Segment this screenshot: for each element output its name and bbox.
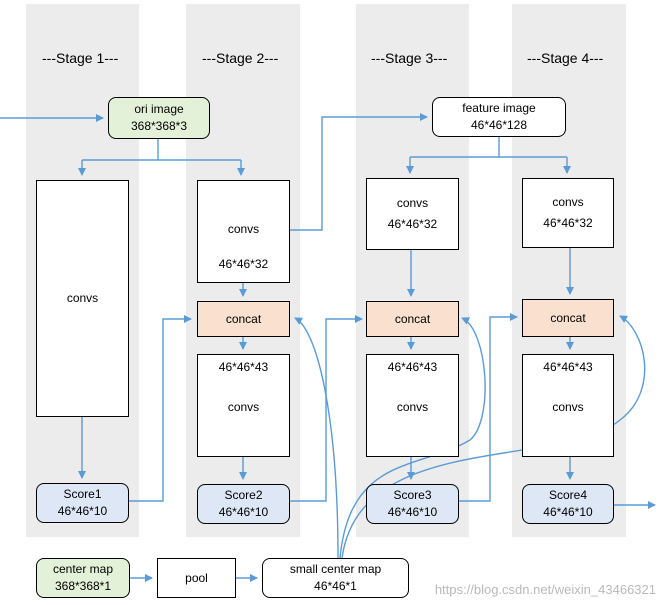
stage2-convs-b-block: 46*46*43 convs — [197, 354, 290, 457]
feature-image-node: feature image 46*46*128 — [432, 97, 566, 137]
stage3-score-dims: 46*46*10 — [387, 505, 438, 519]
ori-image-fanout — [82, 139, 241, 161]
stage2-concat-label: concat — [225, 311, 262, 326]
stage3-score-name: Score3 — [393, 488, 432, 502]
stage3-convs-b-block: 46*46*43 convs — [366, 354, 459, 457]
stage4-convs-label: convs — [552, 195, 584, 209]
arrow-convs2-feature-image — [290, 113, 428, 231]
stage2-convs-label: convs — [227, 222, 260, 236]
small-center-map-label: small center map — [289, 562, 382, 576]
stage3-convs-b-dims: 46*46*43 — [387, 360, 438, 374]
curve-smallmap-concat3 — [339, 317, 486, 559]
feature-image-dims: 46*46*128 — [470, 118, 528, 132]
stage3-convs-dims: 46*46*32 — [387, 217, 438, 231]
stage4-convs-b-dims: 46*46*43 — [543, 360, 593, 374]
stage2-convs-b-label: convs — [227, 400, 260, 414]
ori-image-dims: 368*368*3 — [130, 119, 188, 133]
arrow-score1-concat2 — [128, 315, 192, 502]
pool-label: pool — [185, 570, 208, 585]
small-center-map-node: small center map 46*46*1 — [262, 558, 409, 598]
stage4-concat-node: concat — [522, 299, 614, 337]
feature-image-label: feature image — [462, 101, 536, 115]
center-map-dims: 368*368*1 — [54, 579, 112, 593]
stage4-convs-block: convs 46*46*32 — [522, 178, 614, 248]
stage4-convs-dims: 46*46*32 — [543, 216, 593, 230]
stage4-concat-label: concat — [550, 310, 586, 325]
stage3-convs-block: convs 46*46*32 — [366, 178, 459, 250]
stage3-convs-label: convs — [396, 196, 429, 210]
stage1-convs-label: convs — [66, 291, 99, 305]
stage2-concat-node: concat — [197, 301, 290, 337]
stage3-convs-b-label: convs — [396, 400, 429, 414]
stage-1-title: ---Stage 1--- — [42, 50, 119, 66]
stage2-convs-b-dims: 46*46*43 — [218, 360, 269, 374]
small-center-map-dims: 46*46*1 — [314, 579, 357, 593]
stage2-convs-dims: 46*46*32 — [218, 257, 269, 271]
stage-3-title: ---Stage 3--- — [371, 50, 448, 66]
arrow-score3-concat4 — [458, 313, 518, 502]
stage1-score-node: Score1 46*46*10 — [36, 483, 129, 523]
stage3-concat-label: concat — [394, 311, 431, 326]
center-map-node: center map 368*368*1 — [36, 558, 130, 598]
stage4-score-name: Score4 — [548, 488, 588, 502]
ori-image-node: ori image 368*368*3 — [108, 97, 210, 139]
stage3-score-node: Score3 46*46*10 — [366, 484, 459, 524]
stage2-convs-block: convs 46*46*32 — [197, 180, 290, 283]
stage2-score-name: Score2 — [224, 488, 263, 502]
stage1-convs-block: convs — [36, 180, 129, 417]
curve-smallmap-concat2 — [294, 317, 339, 559]
stage4-score-node: Score4 46*46*10 — [522, 484, 614, 524]
stage4-convs-b-label: convs — [552, 400, 584, 414]
feature-image-fanout — [410, 137, 567, 158]
stage-2-title: ---Stage 2--- — [202, 50, 279, 66]
stage2-score-dims: 46*46*10 — [218, 505, 269, 519]
stage1-score-dims: 46*46*10 — [57, 504, 108, 518]
stage-4-title: ---Stage 4--- — [527, 50, 604, 66]
arrow-score2-concat3 — [290, 315, 363, 502]
stage2-score-node: Score2 46*46*10 — [197, 484, 290, 524]
center-map-label: center map — [52, 562, 114, 576]
stage4-score-dims: 46*46*10 — [543, 505, 593, 519]
watermark: https://blog.csdn.net/weixin_43466321 — [434, 582, 656, 597]
pool-node: pool — [157, 558, 236, 598]
stage1-score-name: Score1 — [63, 487, 102, 501]
stage4-convs-b-block: 46*46*43 convs — [522, 354, 614, 457]
ori-image-label: ori image — [134, 102, 184, 116]
stage3-concat-node: concat — [366, 301, 459, 337]
